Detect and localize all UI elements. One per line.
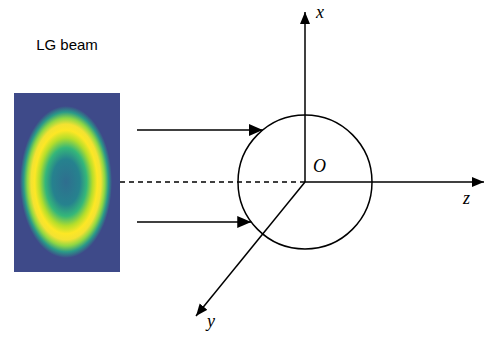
particle-circle: O [237,114,373,250]
axis-label: x [316,2,324,23]
beam-arrow [137,129,263,131]
axis-label: z [463,188,470,209]
beam-profile: LG beam [14,93,120,272]
circle-outline [238,115,372,249]
beam-heading: LG beam [36,36,98,53]
beam-shape [14,93,120,272]
circle-shape [237,114,373,250]
beam-ring [20,106,112,258]
beam-ground [14,93,120,272]
axis-label: y [207,311,215,332]
x-axis [304,12,306,182]
origin-label: O [313,156,326,177]
beam-arrow [137,221,251,223]
y-axis [196,182,305,316]
z-axis [305,181,484,183]
